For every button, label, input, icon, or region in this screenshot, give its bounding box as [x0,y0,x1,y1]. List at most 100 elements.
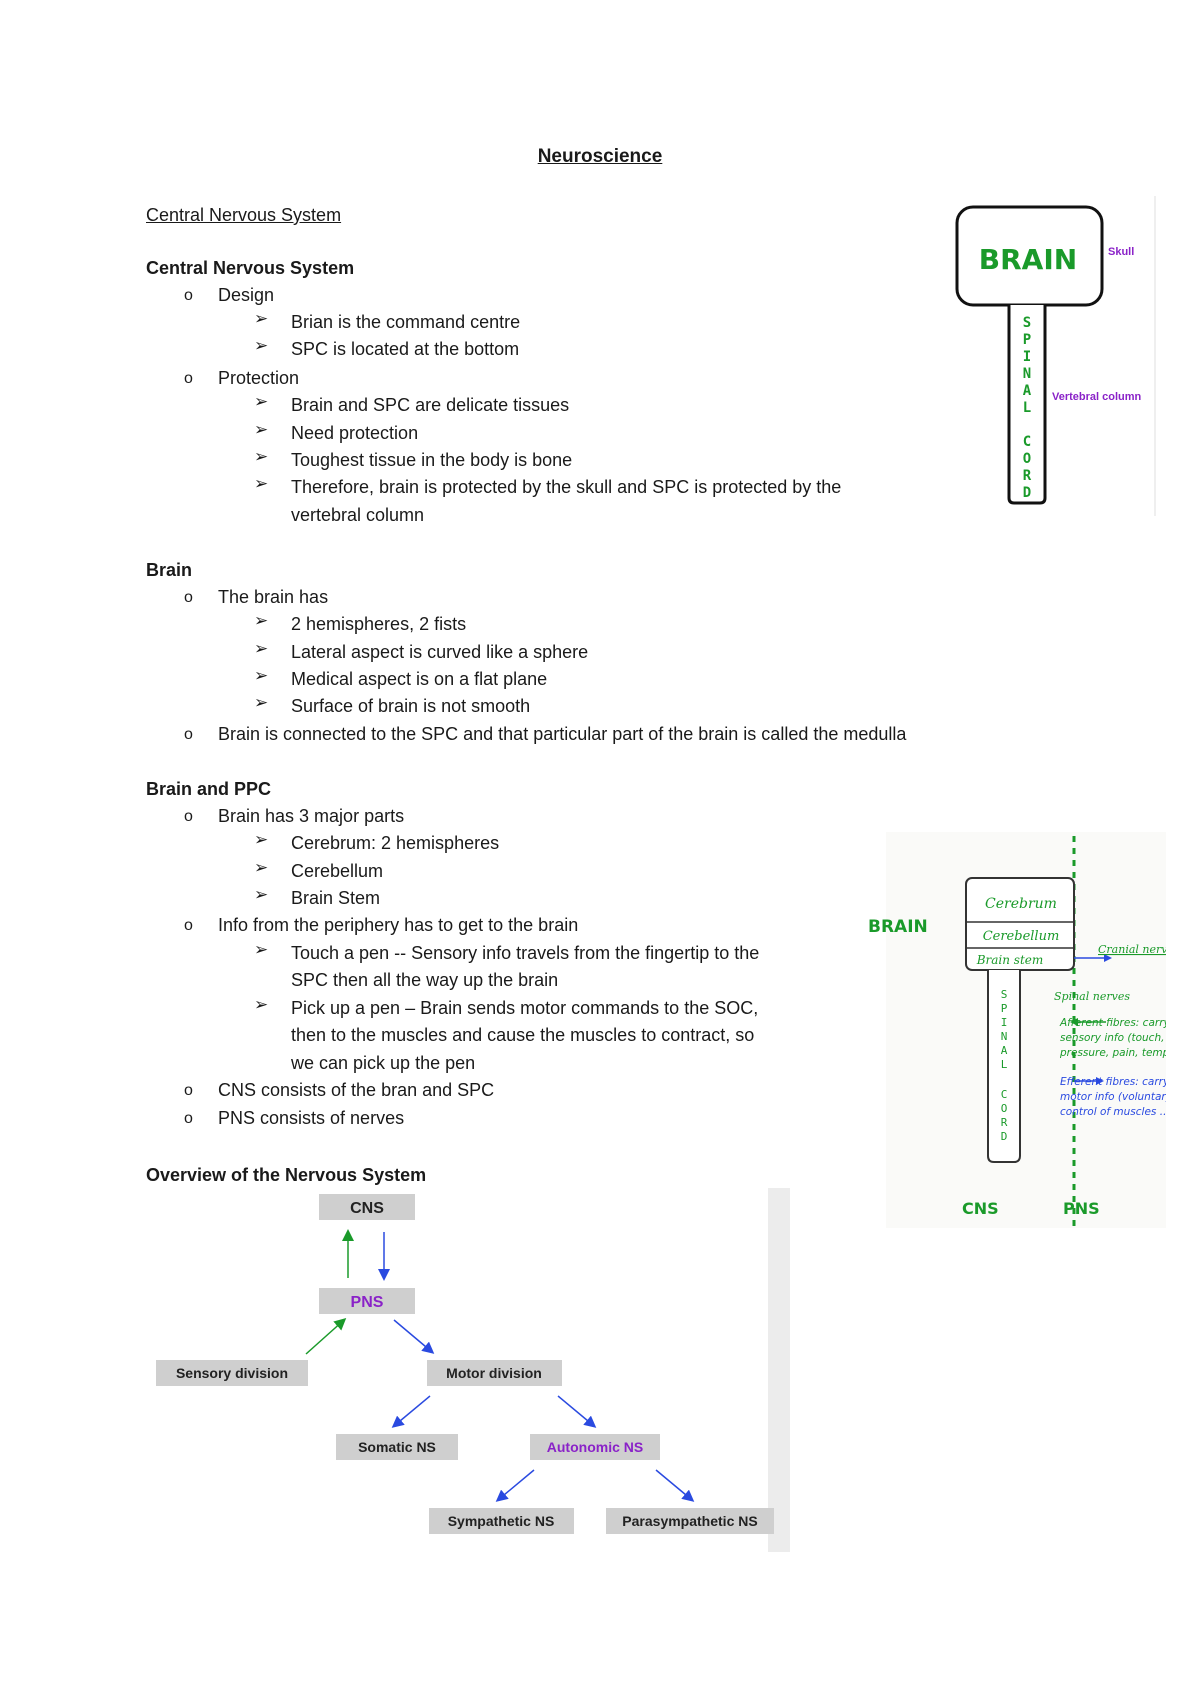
brain-pns-figure: Cerebrum Cerebellum Brain stem BRAIN Cra… [868,832,1166,1228]
arrow-bullet-icon: ➢ [254,693,269,712]
brain-label: BRAIN [868,917,928,937]
ppc-subitem: Touch a pen -- Sensory info travels from… [291,943,760,963]
spinal-letter: A [1001,1044,1008,1057]
efferent-label: motor info (voluntary [1060,1091,1166,1103]
arrow-bullet-icon: ➢ [254,611,269,630]
circle-bullet-icon: o [184,726,193,743]
afferent-label: pressure, pain, temp ...) [1059,1047,1166,1059]
sympathetic-node-label: Sympathetic NS [448,1513,555,1529]
overview-flowchart: CNS PNS Sensory division Motor division … [156,1188,790,1552]
somatic-node [336,1434,458,1460]
ppc-item: Brain has 3 major parts [218,806,405,826]
brain-subitem: 2 hemispheres, 2 fists [291,614,467,634]
ppc-item: PNS consists of nerves [218,1108,405,1128]
ppc-subitem: Cerebrum: 2 hemispheres [291,833,500,853]
circle-bullet-icon: o [184,917,193,934]
parasympathetic-node-label: Parasympathetic NS [622,1513,757,1529]
brain-label: BRAIN [979,243,1077,276]
circle-bullet-icon: o [184,808,193,825]
design-item: Design [218,285,275,305]
cerebrum-label: Cerebrum [985,896,1057,912]
brain-ppc-heading: Brain and PPC [146,779,272,799]
circle-bullet-icon: o [184,1110,193,1127]
cord-letter: R [1023,468,1032,484]
design-subitem: SPC is located at the bottom [291,339,520,359]
arrow-bullet-icon: ➢ [254,639,269,658]
circle-bullet-icon: o [184,1082,193,1099]
spinal-letter: N [1001,1030,1008,1043]
ppc-item: CNS consists of the bran and SPC [218,1080,495,1100]
spinal-letter: P [1001,1002,1008,1015]
ppc-item: Info from the periphery has to get to th… [218,915,579,935]
cord-letter: O [1001,1102,1008,1115]
protection-subitem: Therefore, brain is protected by the sku… [291,477,842,497]
brain-item: The brain has [218,587,329,607]
pns-to-motor-arrow [393,1319,435,1354]
arrow-bullet-icon: ➢ [254,666,269,685]
motor-to-somatic-arrow [391,1395,431,1428]
cord-letter: C [1001,1088,1008,1101]
page-title: Neuroscience [537,146,663,167]
autonomic-node [530,1434,660,1460]
arrow-bullet-icon: ➢ [254,995,269,1014]
cns-heading: Central Nervous System [146,258,355,278]
afferent-label: Afferent fibres: carry [1059,1017,1166,1029]
arrow-bullet-icon: ➢ [254,885,269,904]
brain-spinal-cord-figure: BRAIN Skull S P I N A L C O R D Vertebra… [955,196,1156,516]
pns-node-label: PNS [351,1294,384,1311]
cranial-nerves-label: Cranial nerves [1098,943,1166,956]
arrow-bullet-icon: ➢ [254,858,269,877]
brain-heading: Brain [146,560,193,580]
design-subitem: Brian is the command centre [291,312,521,332]
sensory-to-pns-arrow [305,1317,347,1355]
cord-letter: R [1001,1116,1008,1129]
brain-subitem: Medical aspect is on a flat plane [291,669,548,689]
arrow-bullet-icon: ➢ [254,336,269,355]
arrow-bullet-icon: ➢ [254,447,269,466]
pns-node [319,1288,415,1314]
spinal-letter: N [1023,366,1031,382]
ppc-subitem: Cerebellum [291,861,384,881]
autonomic-to-parasympathetic-arrow [655,1469,695,1502]
spinal-letter: I [1001,1016,1008,1029]
circle-bullet-icon: o [184,370,193,387]
protection-subitem: Brain and SPC are delicate tissues [291,395,570,415]
brainstem-label: Brain stem [976,953,1044,967]
motor-to-autonomic-arrow [557,1395,597,1428]
ppc-subitem-cont: then to the muscles and cause the muscle… [291,1025,755,1045]
cord-letter: C [1023,434,1031,450]
motor-node-label: Motor division [446,1365,542,1381]
sensory-node-label: Sensory division [176,1365,288,1381]
sympathetic-node [429,1508,574,1534]
protection-subitem: Toughest tissue in the body is bone [291,450,573,470]
arrow-bullet-icon: ➢ [254,830,269,849]
brain-subitem: Surface of brain is not smooth [291,696,531,716]
skull-label: Skull [1108,246,1134,258]
cord-letter: O [1023,451,1031,467]
cord-letter: D [1001,1130,1008,1143]
brain-subitem: Lateral aspect is curved like a sphere [291,642,589,662]
autonomic-node-label: Autonomic NS [547,1439,643,1455]
protection-subitem: Need protection [291,423,419,443]
cns-node-label: CNS [350,1200,384,1217]
spinal-letter: L [1001,1058,1008,1071]
spinal-letter: I [1023,349,1031,365]
overview-heading: Overview of the Nervous System [146,1165,427,1185]
protection-item: Protection [218,368,300,388]
spinal-letter: S [1023,315,1031,331]
spinal-nerves-label: Spinal nerves [1054,990,1130,1003]
arrow-bullet-icon: ➢ [254,309,269,328]
arrow-bullet-icon: ➢ [254,474,269,493]
section-heading: Central Nervous System [146,205,342,225]
cns-node [319,1194,415,1220]
arrow-bullet-icon: ➢ [254,940,269,959]
protection-subitem-cont: vertebral column [291,505,425,525]
ppc-subitem: Brain Stem [291,888,381,908]
spinal-letter: A [1023,383,1032,399]
circle-bullet-icon: o [184,589,193,606]
somatic-node-label: Somatic NS [358,1439,436,1455]
spinal-cord-shape [987,970,1021,1163]
spinal-letter: L [1023,400,1031,416]
sensory-node [156,1360,308,1386]
